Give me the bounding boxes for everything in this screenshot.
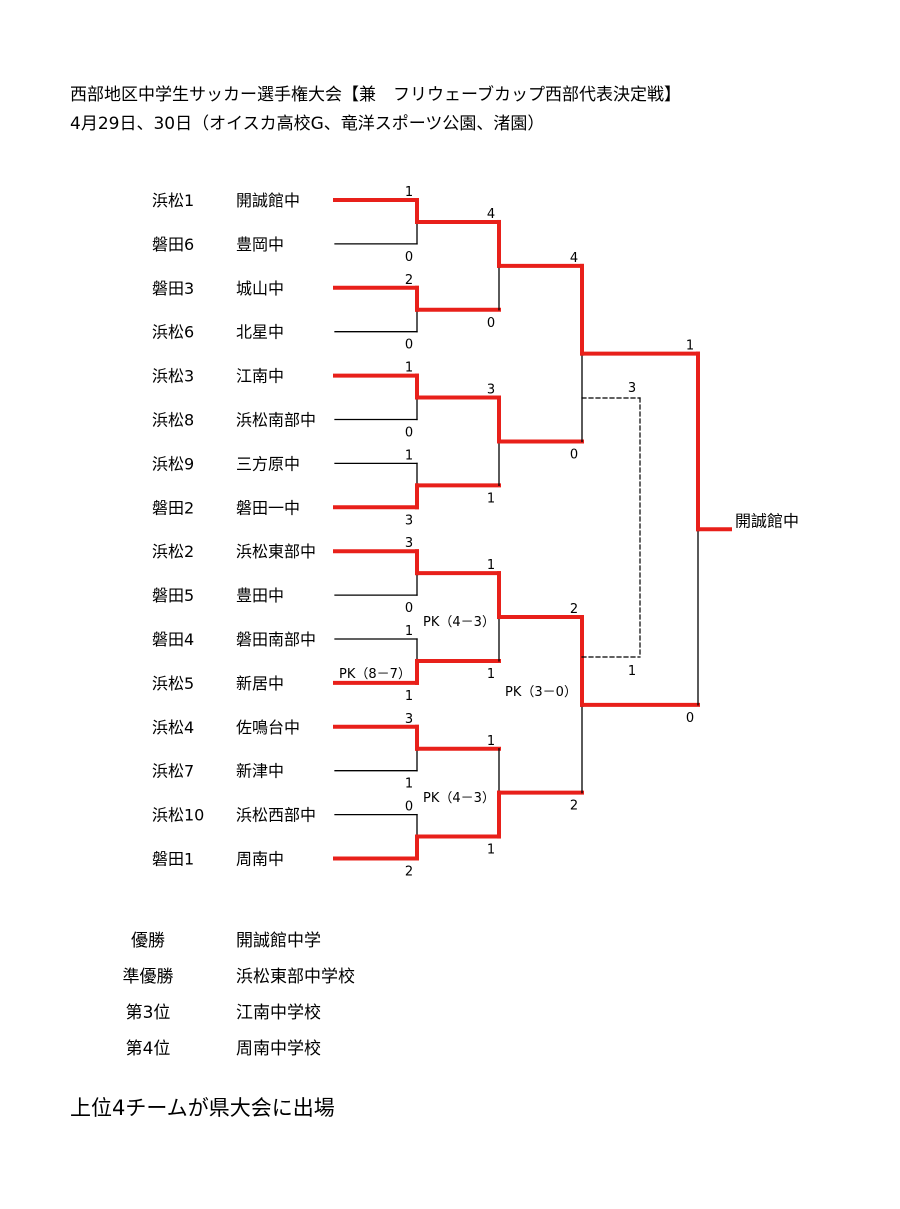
r3-score-bottom-2: 2 (570, 799, 578, 814)
r1-score-bottom-2: 0 (405, 338, 413, 353)
r1-score-bottom-4: 3 (405, 513, 413, 528)
team-seed-6: 浜松8 (152, 411, 194, 430)
team-seed-8: 磐田2 (152, 498, 194, 517)
r2-pk-4: PK（4－3） (423, 791, 495, 806)
r1-score-top-8: 0 (405, 800, 413, 815)
team-seed-2: 磐田6 (152, 235, 194, 254)
team-name-7: 三方原中 (236, 454, 300, 473)
team-name-11: 磐田南部中 (236, 630, 316, 649)
team-name-14: 新津中 (236, 762, 284, 781)
r2-score-bottom-4: 1 (487, 843, 495, 858)
team-name-13: 佐鳴台中 (236, 718, 300, 737)
team-seed-15: 浜松10 (152, 806, 204, 825)
r1-score-top-5: 3 (405, 536, 413, 551)
team-name-12: 新居中 (236, 674, 284, 693)
team-seed-13: 浜松4 (152, 718, 194, 737)
rank-label-2: 準優勝 (122, 967, 174, 987)
team-name-9: 浜松東部中 (236, 542, 316, 561)
r1-score-top-2: 2 (405, 273, 413, 288)
team-name-8: 磐田一中 (236, 498, 300, 517)
team-seed-4: 浜松6 (152, 323, 194, 342)
r1-score-top-6: 1 (405, 624, 413, 639)
team-name-16: 周南中 (236, 850, 284, 869)
team-name-3: 城山中 (236, 279, 284, 298)
team-seed-11: 磐田4 (152, 630, 194, 649)
rank-school-4: 周南中学校 (236, 1039, 321, 1059)
team-seed-5: 浜松3 (152, 367, 194, 386)
team-seed-9: 浜松2 (152, 542, 194, 561)
r2-score-top-1: 4 (487, 207, 495, 222)
r1-score-bottom-3: 0 (405, 426, 413, 441)
third-place-score-top: 3 (628, 381, 636, 396)
rank-label-1: 優勝 (131, 931, 165, 951)
tournament-dates: 4月29日、30日（オイスカ高校G、竜洋スポーツ公園、渚園） (70, 114, 545, 134)
r3-score-bottom-1: 0 (570, 447, 578, 462)
r2-pk-3: PK（4－3） (423, 615, 495, 630)
team-name-10: 豊田中 (236, 586, 284, 605)
r1-score-bottom-5: 0 (405, 601, 413, 616)
r1-score-top-1: 1 (405, 185, 413, 200)
qualification-note: 上位4チームが県大会に出場 (70, 1096, 335, 1120)
team-name-2: 豊岡中 (236, 235, 284, 254)
r1-score-top-3: 1 (405, 361, 413, 376)
r1-score-bottom-7: 1 (405, 777, 413, 792)
rank-label-3: 第3位 (125, 1003, 171, 1023)
r1-score-bottom-6: 1 (405, 689, 413, 704)
team-seed-7: 浜松9 (152, 454, 194, 473)
team-seed-1: 浜松1 (152, 191, 194, 210)
r1-pk-6: PK（8－7） (339, 667, 411, 682)
r3-pk-2: PK（3－0） (505, 685, 577, 700)
team-name-4: 北星中 (236, 323, 284, 342)
rank-school-1: 開誠館中学 (236, 931, 321, 951)
r2-score-bottom-3: 1 (487, 667, 495, 682)
r3-score-top-1: 4 (570, 251, 578, 266)
team-seed-10: 磐田5 (152, 586, 194, 605)
champion-name: 開誠館中 (735, 511, 799, 530)
team-seed-14: 浜松7 (152, 762, 194, 781)
r2-score-bottom-1: 0 (487, 316, 495, 331)
team-name-5: 江南中 (236, 367, 284, 386)
r2-score-bottom-2: 1 (487, 491, 495, 506)
r1-score-top-4: 1 (405, 448, 413, 463)
r3-score-top-2: 2 (570, 602, 578, 617)
r1-score-bottom-1: 0 (405, 250, 413, 265)
team-seed-12: 浜松5 (152, 674, 194, 693)
rank-school-3: 江南中学校 (236, 1003, 321, 1023)
tournament-title: 西部地区中学生サッカー選手権大会【兼 フリウェーブカップ西部代表決定戦】 (70, 85, 681, 105)
team-seed-3: 磐田3 (152, 279, 194, 298)
final-score-bottom: 0 (686, 711, 694, 726)
rank-school-2: 浜松東部中学校 (236, 967, 355, 987)
team-name-15: 浜松西部中 (236, 806, 316, 825)
r1-score-bottom-8: 2 (405, 865, 413, 880)
rank-label-4: 第4位 (125, 1039, 171, 1059)
r1-score-top-7: 3 (405, 712, 413, 727)
r2-score-top-3: 1 (487, 558, 495, 573)
team-name-6: 浜松南部中 (236, 411, 316, 430)
third-place-score-bottom: 1 (628, 664, 636, 679)
final-score-top: 1 (686, 339, 694, 354)
team-name-1: 開誠館中 (236, 191, 300, 210)
r2-score-top-4: 1 (487, 734, 495, 749)
team-seed-16: 磐田1 (152, 850, 194, 869)
r2-score-top-2: 3 (487, 383, 495, 398)
